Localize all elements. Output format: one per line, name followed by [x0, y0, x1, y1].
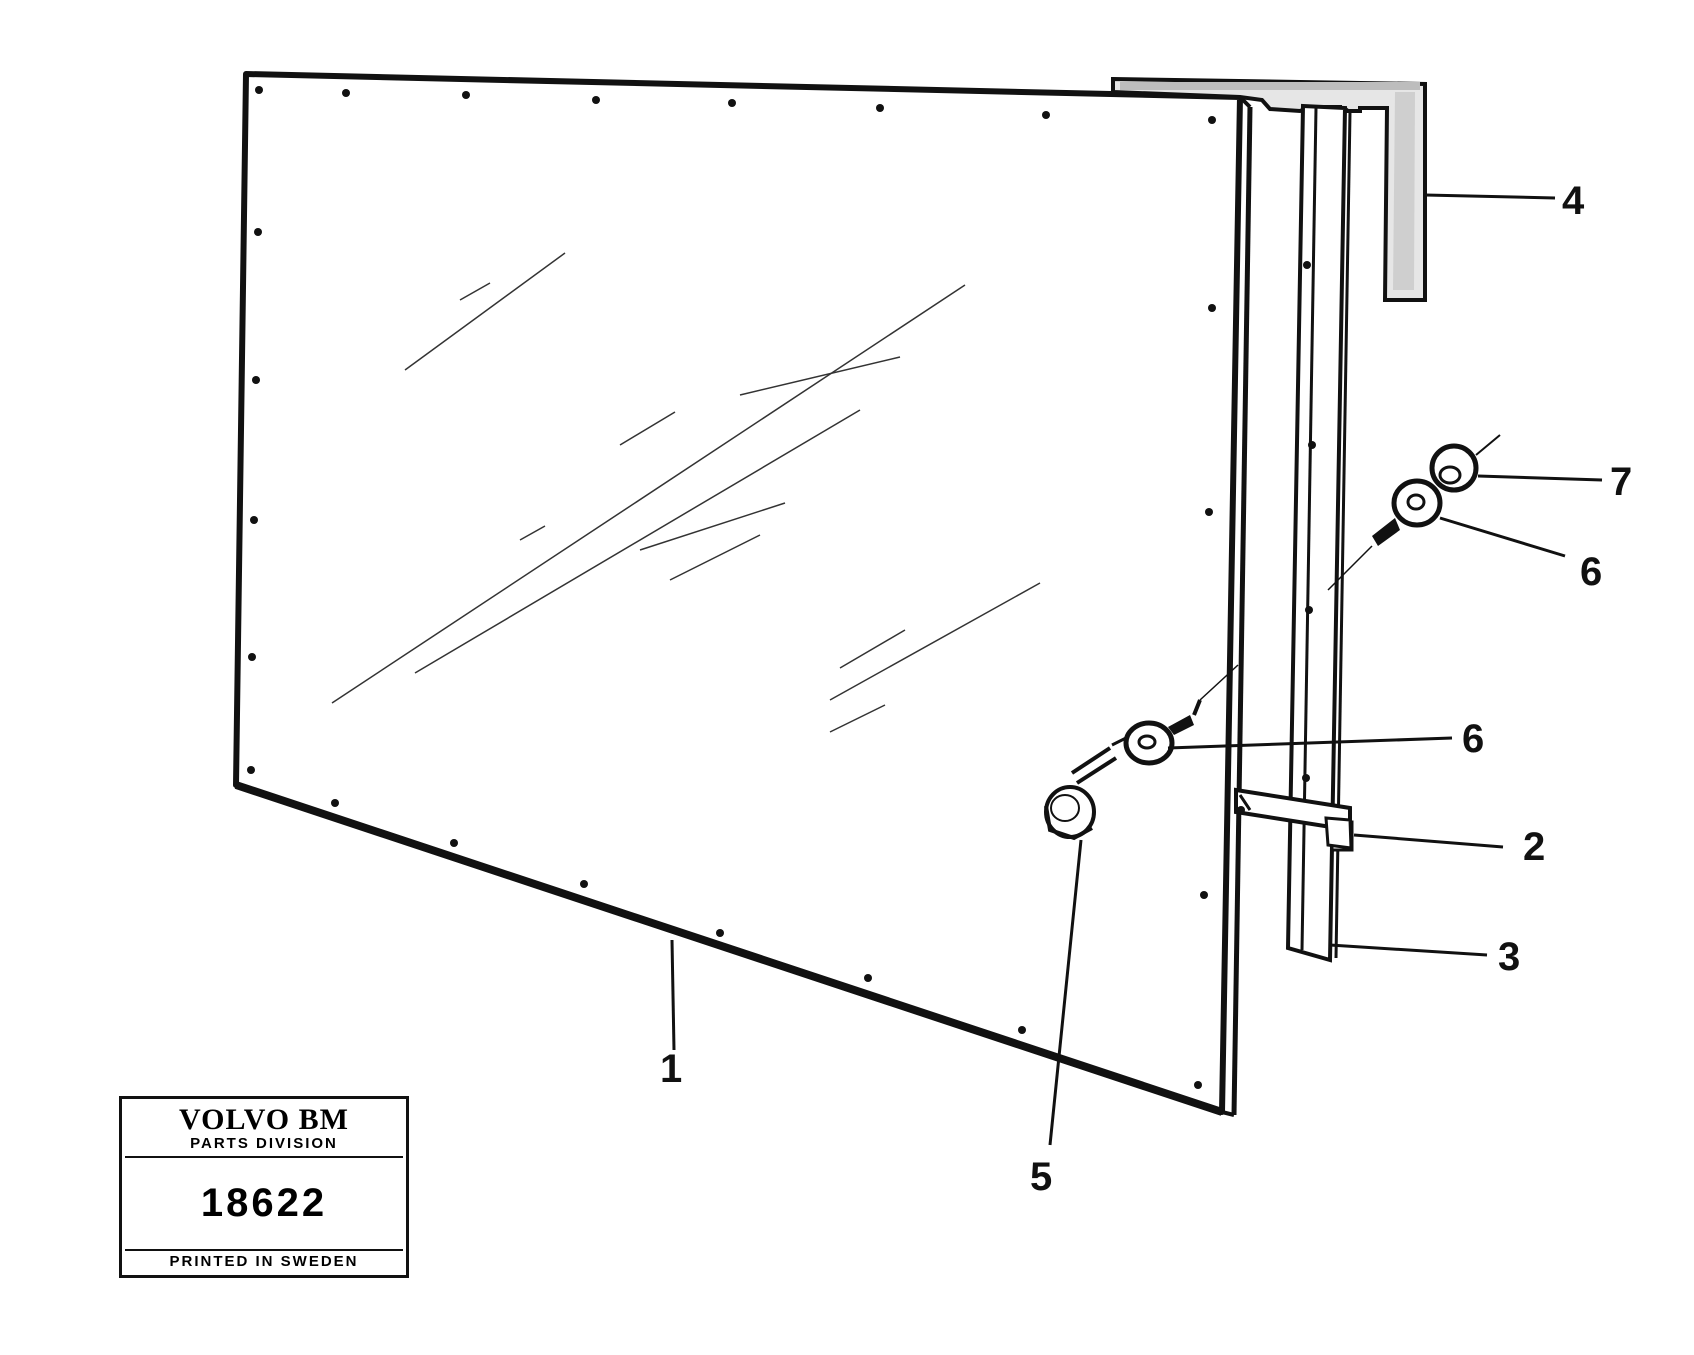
stamp-number: 18622 [200, 1181, 328, 1225]
callout-6-upper: 6 [1580, 550, 1602, 594]
stamp-header: VOLVO BM PARTS DIVISION [125, 1102, 403, 1158]
callout-7: 7 [1610, 460, 1632, 504]
horizontal-bar [1234, 787, 1354, 852]
nut [1429, 434, 1501, 493]
glass-reflections [331, 252, 1041, 733]
leader-lines [670, 193, 1603, 1146]
stamp-printed: PRINTED IN SWEDEN [125, 1249, 403, 1272]
stamp-brand: VOLVO BM [179, 1103, 349, 1136]
screw-tip-lower [1168, 664, 1239, 735]
callout-2: 2 [1523, 825, 1545, 869]
frame-screw-holes [247, 86, 1216, 1089]
callout-6-lower: 6 [1462, 717, 1484, 761]
bolt [1044, 733, 1133, 841]
stamp-division: PARTS DIVISION [190, 1135, 338, 1152]
callout-1: 1 [660, 1047, 682, 1091]
glass-pane [233, 71, 1253, 1117]
washer-lower [1123, 720, 1175, 766]
callout-5: 5 [1030, 1155, 1052, 1199]
callout-4: 4 [1562, 179, 1585, 223]
parts-division-stamp: VOLVO BM PARTS DIVISION 18622 PRINTED IN… [119, 1096, 409, 1278]
callout-3: 3 [1498, 935, 1520, 979]
screw-tip-upper [1327, 518, 1400, 591]
washer-upper [1391, 478, 1443, 528]
